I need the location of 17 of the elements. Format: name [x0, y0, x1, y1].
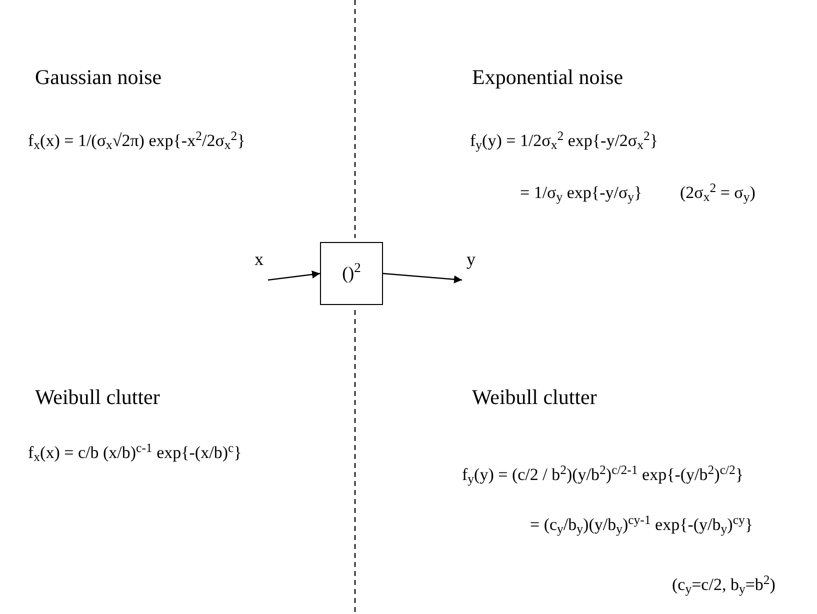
formula: (2σ$_{x}$$^{2}$ = σ$_{y}$) — [680, 180, 756, 206]
signal-label: y — [462, 250, 480, 280]
section-heading: Gaussian noise — [35, 64, 162, 91]
formula: (c$_{y}$=c/2, b$_{y}$=b$^{2}$) — [672, 572, 776, 598]
formula: = (c$_{y}$/b$_{y}$)(y/b$_{y}$)$^{cy-1}$ exp{-(y/b$_{y}$)$^{cy}$} — [530, 512, 754, 538]
formula: f$_{y}$(y) = (c/2 / b$^{2}$)(y/b$^{2}$)$^{c/2-1}$ exp{-(y/b$^{2}$)$^{c/2}$} — [462, 462, 744, 488]
formula: f$_{x}$(x) = 1/(σ$_{x}$√2π) exp{-x$^{2}$/2σ$_{x}$$^{2}$} — [28, 128, 246, 154]
arrow — [268, 270, 320, 281]
section-heading: Exponential noise — [472, 64, 624, 91]
section-heading: Weibull clutter — [472, 384, 597, 411]
formula: = 1/σ$_{y}$ exp{-y/σ$_{y}$} — [520, 182, 642, 206]
section-heading: Weibull clutter — [35, 384, 160, 411]
squarer-block: ()$^{2}$ — [320, 242, 383, 305]
formula: f$_{y}$(y) = 1/2σ$_{x}$$^{2}$ exp{-y/2σ$_{x}$$^{2}$} — [470, 128, 658, 154]
arrow — [382, 272, 462, 284]
signal-label: x — [250, 250, 268, 280]
formula: f$_{x}$(x) = c/b (x/b)$^{c-1}$ exp{-(x/b)$^{c}$} — [28, 440, 242, 466]
